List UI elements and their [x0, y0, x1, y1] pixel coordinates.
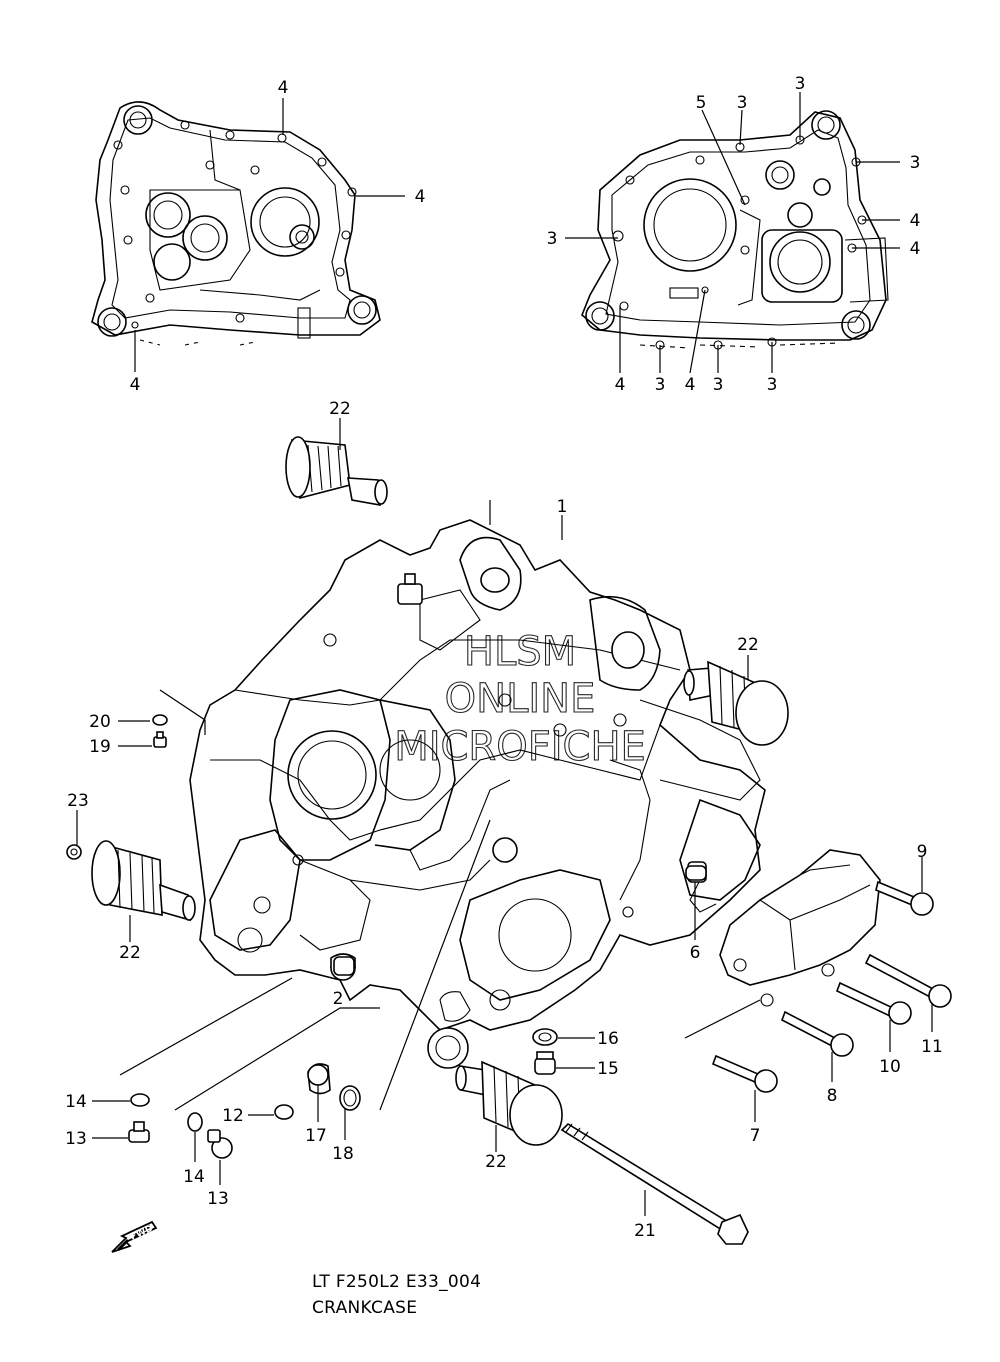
callout-13: 13 [207, 1189, 229, 1209]
callout-3: 3 [547, 229, 558, 249]
callout-20: 20 [89, 712, 111, 732]
model-code: LT F250L2 E33_004 [312, 1272, 482, 1292]
callout-22: 22 [485, 1152, 507, 1172]
watermark-line-3: MICROFICHE [394, 724, 646, 770]
watermark: HLSM ONLINE MICROFICHE [394, 628, 647, 770]
strainer-left [91, 840, 196, 922]
callout-22: 22 [119, 943, 141, 963]
callout-19: 19 [89, 737, 111, 757]
callout-3: 3 [795, 74, 806, 94]
strainer-top [285, 436, 388, 506]
callout-12: 12 [222, 1106, 244, 1126]
callout-21: 21 [634, 1221, 656, 1241]
callout-6: 6 [690, 943, 701, 963]
callout-18: 18 [332, 1144, 354, 1164]
callout-3: 3 [655, 375, 666, 395]
crankcase-left-half-view [91, 101, 381, 346]
callout-23: 23 [67, 791, 89, 811]
strainer-right [683, 660, 789, 746]
strainer-bottom [455, 1060, 563, 1146]
crankcase-right-half-view [581, 110, 889, 350]
callout-labels: 4 4 4 5 3 3 3 4 4 3 4 3 4 3 3 22 1 22 20… [65, 74, 943, 1241]
crankcase-assembly [189, 519, 766, 1069]
callout-14: 14 [65, 1092, 87, 1112]
callout-11: 11 [921, 1037, 943, 1057]
callout-3: 3 [767, 375, 778, 395]
callout-4: 4 [278, 78, 289, 98]
hardware [66, 714, 952, 1245]
callout-5: 5 [696, 93, 707, 113]
callout-22: 22 [737, 635, 759, 655]
callout-2: 2 [333, 989, 344, 1009]
callout-10: 10 [879, 1057, 901, 1077]
callout-3: 3 [910, 153, 921, 173]
callout-17: 17 [305, 1126, 327, 1146]
callout-4: 4 [910, 211, 921, 231]
section-title: CRANKCASE [312, 1298, 418, 1318]
callout-1: 1 [557, 497, 568, 517]
watermark-line-1: HLSM [464, 629, 576, 675]
callout-4: 4 [910, 239, 921, 259]
callout-4: 4 [685, 375, 696, 395]
callout-9: 9 [917, 842, 928, 862]
callout-4: 4 [615, 375, 626, 395]
callout-4: 4 [415, 187, 426, 207]
leader-lines [76, 92, 933, 1216]
callout-15: 15 [597, 1059, 619, 1079]
callout-3: 3 [737, 93, 748, 113]
callout-14: 14 [183, 1167, 205, 1187]
callout-22: 22 [329, 399, 351, 419]
callout-13: 13 [65, 1129, 87, 1149]
fwd-arrow-icon: FWD [111, 1220, 158, 1253]
side-cover [719, 849, 881, 1007]
callout-3: 3 [713, 375, 724, 395]
callout-8: 8 [827, 1086, 838, 1106]
callout-16: 16 [597, 1029, 619, 1049]
watermark-line-2: ONLINE [445, 676, 596, 722]
callout-7: 7 [750, 1126, 761, 1146]
callout-4: 4 [130, 375, 141, 395]
